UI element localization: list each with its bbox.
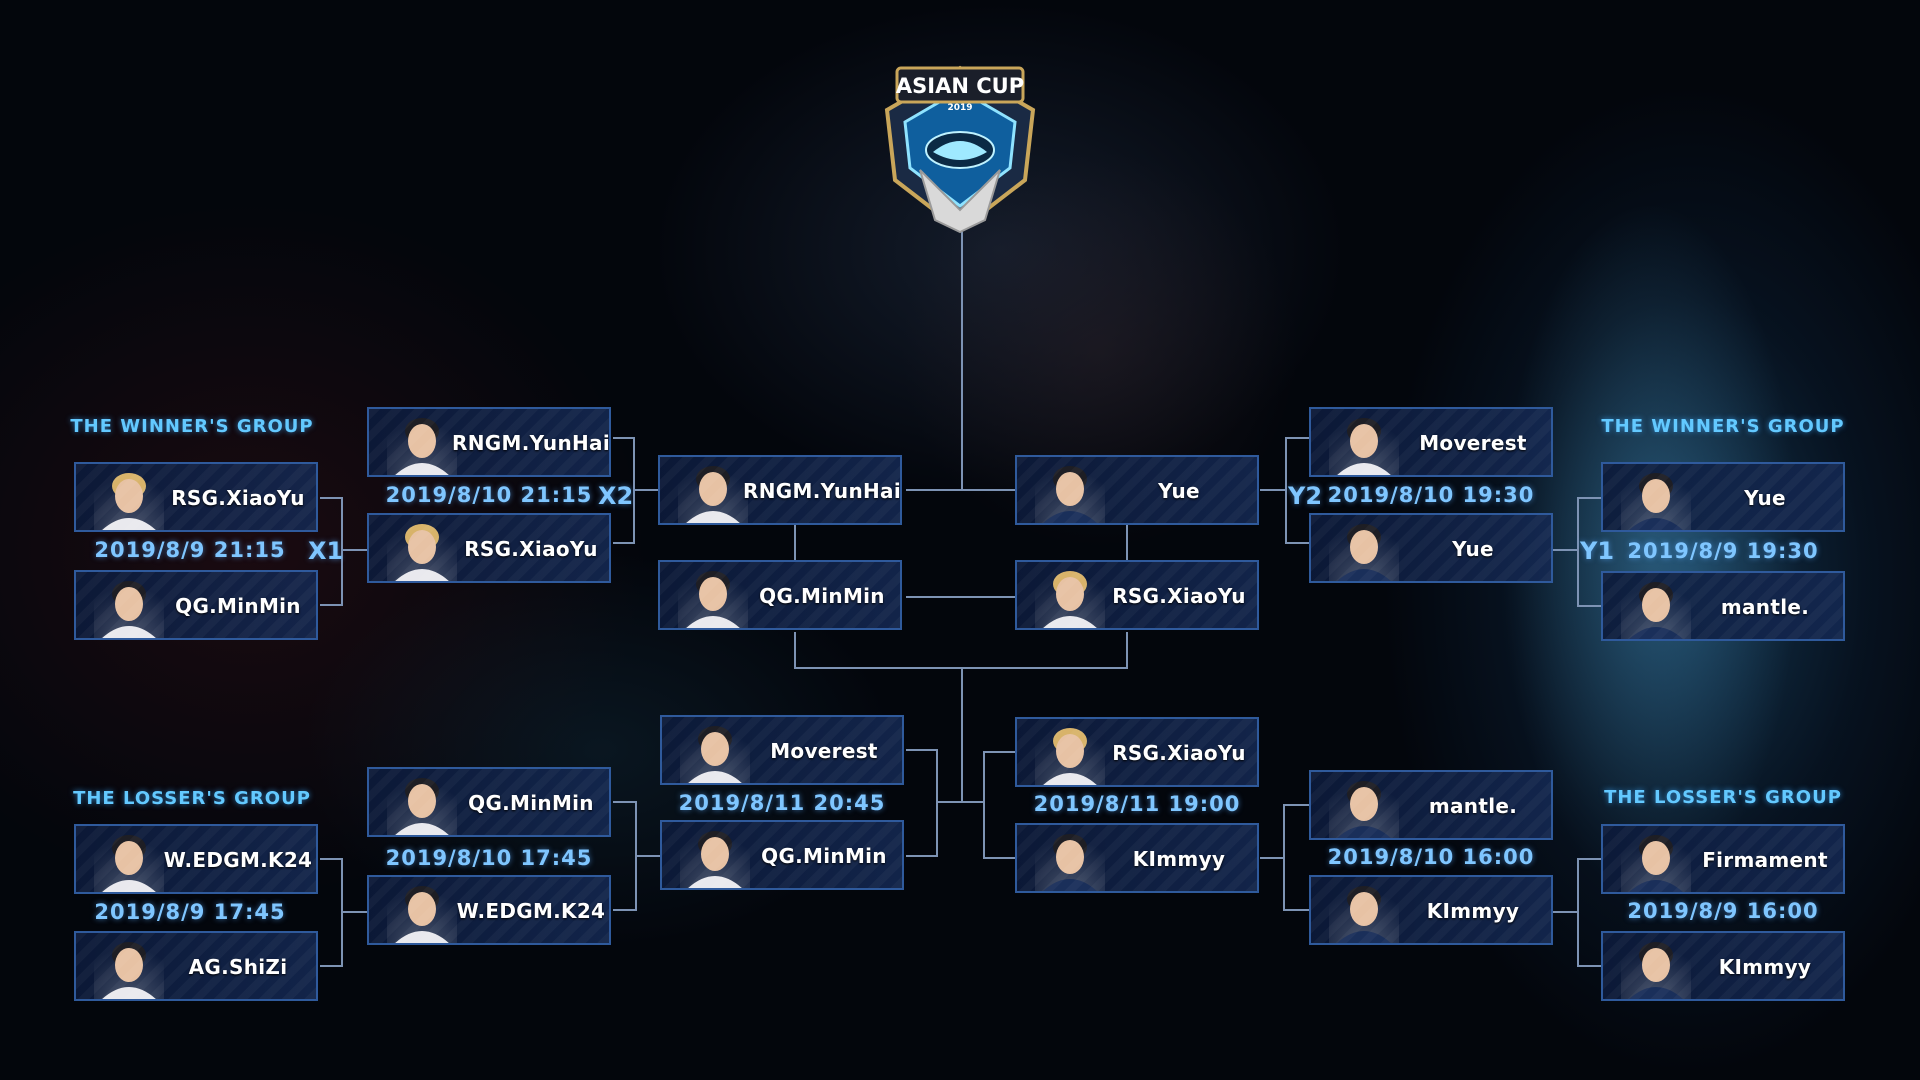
player-name: KImmyy [1718,955,1812,979]
player-name: KImmyy [1132,847,1226,871]
player-avatar [94,826,164,892]
player-avatar [1329,877,1399,943]
left-losers-group-title: THE LOSSER'S GROUP [73,788,311,809]
player-card: Moverest [660,715,904,785]
match-date: 2019/8/10 21:15 [385,483,593,507]
left-winners-group-title: THE WINNER'S GROUP [70,416,314,437]
match-date: 2019/8/11 20:45 [678,791,886,815]
logo-year: 2019 [947,103,972,113]
player-card: mantle. [1309,770,1553,840]
match-date: 2019/8/10 17:45 [385,846,593,870]
player-avatar [678,562,748,628]
player-avatar [387,409,457,475]
player-avatar [94,933,164,999]
player-name: Firmament [1702,848,1828,872]
player-card: RSG.XiaoYu [74,462,318,532]
player-card: RNGM.YunHai [658,455,902,525]
player-card: QG.MinMin [367,767,611,837]
player-name: W.EDGM.K24 [163,848,313,872]
player-card: Yue [1309,513,1553,583]
player-name: QG.MinMin [468,791,594,815]
player-avatar [1329,515,1399,581]
player-avatar [680,717,750,783]
player-card: RSG.XiaoYu [1015,717,1259,787]
player-card: RSG.XiaoYu [367,513,611,583]
right-losers-group-title: THE LOSSER'S GROUP [1604,787,1842,808]
player-card: W.EDGM.K24 [367,875,611,945]
player-avatar [1035,457,1105,523]
player-card: KImmyy [1601,931,1845,1001]
player-card: QG.MinMin [658,560,902,630]
right-winners-group-title: THE WINNER'S GROUP [1601,416,1845,437]
player-avatar [1621,573,1691,639]
player-avatar [1621,464,1691,530]
player-card: RSG.XiaoYu [1015,560,1259,630]
player-name: Yue [1158,479,1200,503]
player-name: AG.ShiZi [188,955,288,979]
asian-cup-logo: ASIAN CUP 2019 [875,60,1045,235]
player-name: RNGM.YunHai [452,431,610,455]
player-name: mantle. [1428,794,1518,818]
player-name: RSG.XiaoYu [1112,584,1246,608]
player-card: QG.MinMin [74,570,318,640]
player-name: KImmyy [1426,899,1520,923]
match-code-y1: Y1 [1580,537,1615,565]
player-name: Moverest [1419,431,1527,455]
player-card: AG.ShiZi [74,931,318,1001]
player-name: RSG.XiaoYu [171,486,305,510]
match-code-x1: X1 [308,537,344,565]
match-date: 2019/8/9 17:45 [94,900,286,924]
player-card: Firmament [1601,824,1845,894]
player-avatar [387,877,457,943]
player-name: Moverest [770,739,878,763]
logo-title: ASIAN CUP [896,74,1024,98]
player-card: RNGM.YunHai [367,407,611,477]
match-date: 2019/8/9 19:30 [1627,539,1819,563]
player-avatar [1329,409,1399,475]
player-avatar [1621,826,1691,892]
player-name: mantle. [1720,595,1810,619]
player-name: W.EDGM.K24 [456,899,606,923]
match-date: 2019/8/11 19:00 [1033,792,1241,816]
player-avatar [387,769,457,835]
player-avatar [94,572,164,638]
match-date: 2019/8/9 21:15 [94,538,286,562]
player-card: QG.MinMin [660,820,904,890]
player-avatar [94,464,164,530]
player-avatar [1035,719,1105,785]
player-avatar [1329,772,1399,838]
player-avatar [1035,562,1105,628]
player-card: W.EDGM.K24 [74,824,318,894]
player-card: Yue [1601,462,1845,532]
player-name: QG.MinMin [759,584,885,608]
player-card: Yue [1015,455,1259,525]
player-card: KImmyy [1015,823,1259,893]
player-avatar [1035,825,1105,891]
player-avatar [387,515,457,581]
match-date: 2019/8/10 19:30 [1327,483,1535,507]
match-date: 2019/8/9 16:00 [1627,899,1819,923]
player-name: RNGM.YunHai [743,479,901,503]
player-card: KImmyy [1309,875,1553,945]
player-name: RSG.XiaoYu [1112,741,1246,765]
player-name: QG.MinMin [175,594,301,618]
player-avatar [680,822,750,888]
match-date: 2019/8/10 16:00 [1327,845,1535,869]
player-name: QG.MinMin [761,844,887,868]
player-card: Moverest [1309,407,1553,477]
player-avatar [678,457,748,523]
player-name: Yue [1452,537,1494,561]
player-card: mantle. [1601,571,1845,641]
match-code-y2: Y2 [1288,482,1323,510]
match-code-x2: X2 [598,482,634,510]
player-avatar [1621,933,1691,999]
player-name: Yue [1744,486,1786,510]
player-name: RSG.XiaoYu [464,537,598,561]
